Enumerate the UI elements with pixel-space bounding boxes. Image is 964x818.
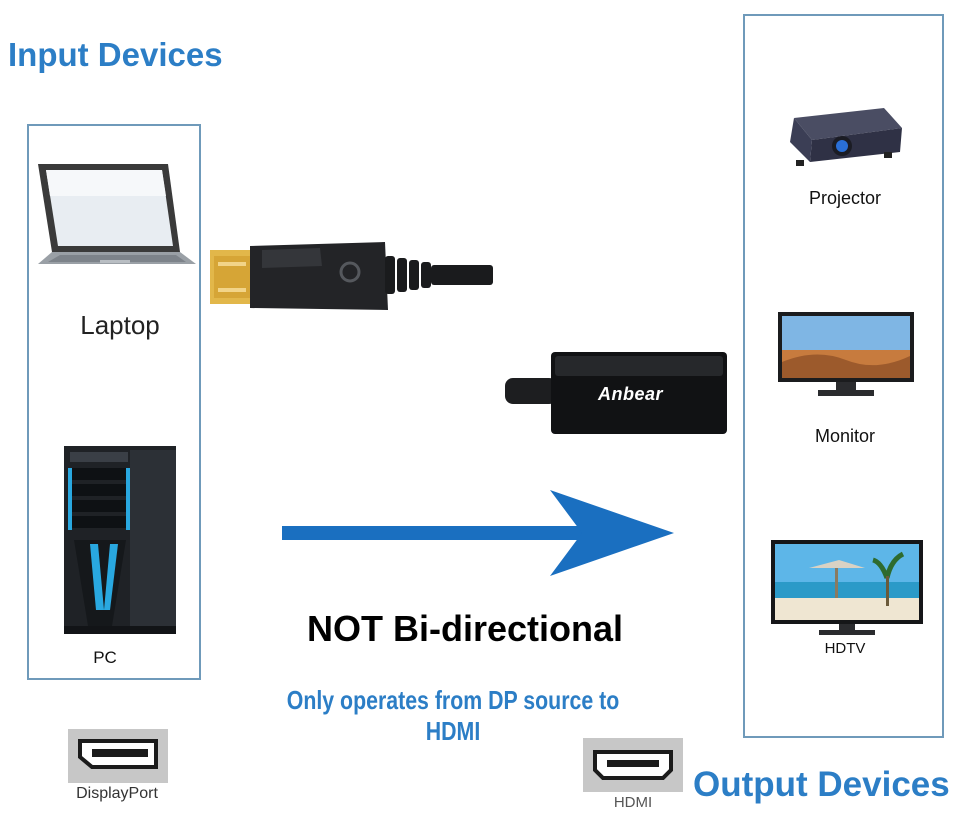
- projector-label: Projector: [808, 188, 882, 208]
- input-devices-box: [27, 124, 201, 680]
- adapter-brand-logo: Anbear: [598, 384, 664, 404]
- projector-icon: [790, 108, 902, 166]
- monitor-label: Monitor: [814, 426, 876, 446]
- direction-arrow-icon: [282, 490, 674, 576]
- not-bidirectional-warning: NOT Bi-directional: [306, 608, 624, 649]
- direction-note: Only operates from DP source to HDMI: [286, 685, 620, 746]
- displayport-cable-plug: [210, 242, 493, 310]
- hdmi-adapter: [505, 352, 727, 434]
- displayport-label: DisplayPort: [76, 785, 158, 802]
- displayport-port-icon: [68, 729, 168, 783]
- hdmi-label: HDMI: [613, 794, 653, 811]
- pc-tower-icon: [64, 446, 176, 634]
- input-devices-title: Input Devices: [8, 36, 223, 73]
- laptop-icon: [38, 164, 196, 264]
- monitor-icon: [778, 312, 914, 396]
- output-devices-title: Output Devices: [693, 765, 950, 804]
- laptop-label: Laptop: [80, 310, 160, 340]
- output-devices-box: [743, 14, 944, 738]
- hdtv-label: HDTV: [824, 640, 866, 657]
- hdmi-port-icon: [583, 738, 683, 792]
- hdtv-icon: [771, 540, 923, 635]
- pc-label: PC: [93, 648, 117, 667]
